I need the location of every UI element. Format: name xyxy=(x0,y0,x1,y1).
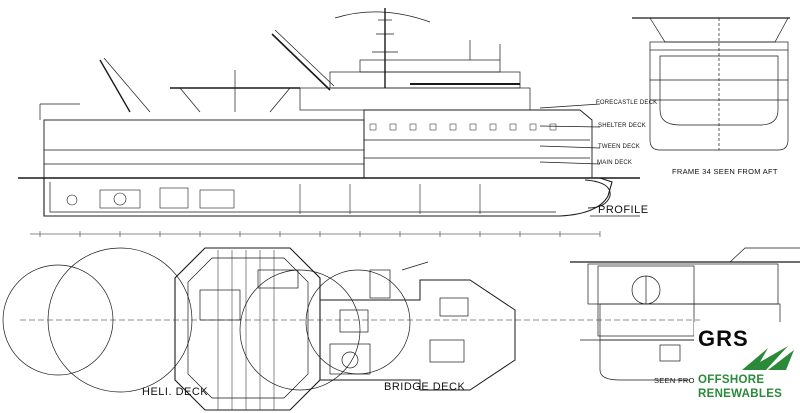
label-shelter-deck: SHELTER DECK xyxy=(598,123,646,129)
logo-mark: GRS xyxy=(698,326,749,351)
logo-line-1: OFFSHORE xyxy=(698,374,765,386)
grs-offshore-renewables-logo: GRS OFFSHORE RENEWABLES xyxy=(694,322,800,413)
label-main-deck: MAIN DECK xyxy=(597,160,633,166)
label-forecastle-deck: FORECASTLE DECK xyxy=(596,100,658,106)
label-seen-from: SEEN FROM xyxy=(654,376,702,385)
profile-view xyxy=(18,8,640,237)
logo-swoosh-icon xyxy=(742,346,794,370)
logo-line-2: RENEWABLES xyxy=(698,388,783,400)
bridge-deck-plan xyxy=(239,261,516,391)
frame-section-view xyxy=(632,17,790,151)
label-heli-deck: HELI. DECK xyxy=(142,386,209,398)
label-profile: PROFILE xyxy=(598,204,649,216)
label-bridge-deck: BRIDGE DECK xyxy=(384,381,466,393)
heli-deck-plan xyxy=(2,247,700,411)
label-tween-deck: TWEEN DECK xyxy=(598,144,641,150)
label-frame-34: FRAME 34 SEEN FROM AFT xyxy=(672,167,778,176)
